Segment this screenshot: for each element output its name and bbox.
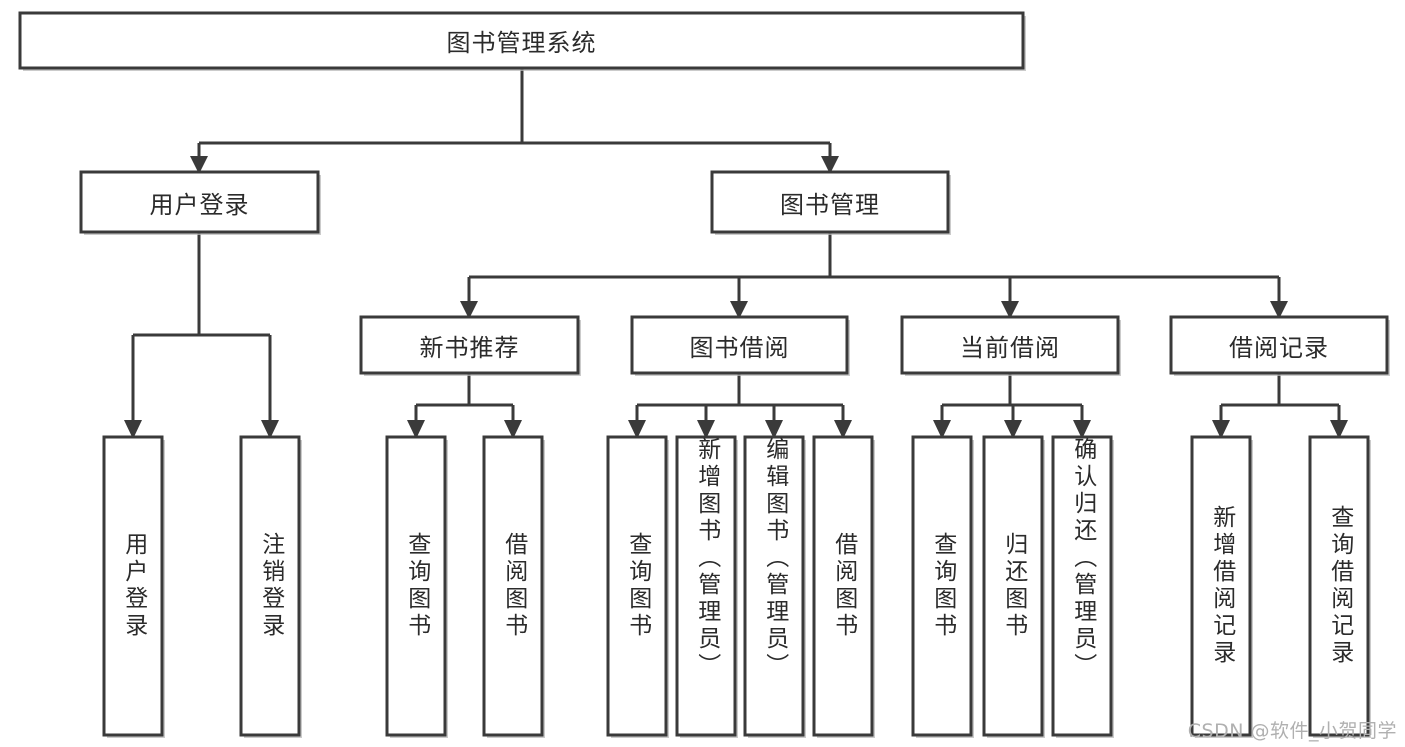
connector-layer	[124, 68, 1348, 439]
node-leaf-confirm-return-admin[interactable]	[1051, 435, 1114, 738]
node-leaf-borrow-book-new[interactable]	[482, 435, 545, 738]
arrowhead-new-book-recommend	[460, 301, 478, 319]
arrowhead-leaf-query-borrow-record	[1330, 420, 1348, 439]
arrowhead-book-borrow	[730, 301, 748, 319]
arrowhead-leaf-user-logout	[261, 420, 279, 439]
arrowhead-leaf-confirm-return-admin	[1073, 420, 1091, 439]
csdn-watermark: CSDN @软件_小贺同学	[1187, 720, 1397, 742]
arrowhead-leaf-query-book-borrow	[628, 420, 646, 439]
node-current-borrow[interactable]	[900, 315, 1121, 376]
arrowhead-leaf-user-login	[124, 420, 142, 439]
node-leaf-query-book-borrow[interactable]	[606, 435, 669, 738]
arrowhead-leaf-query-book-new	[407, 420, 425, 439]
node-book-management[interactable]	[710, 170, 951, 235]
node-leaf-user-login[interactable]	[102, 435, 165, 738]
connector-newbook-to-leaves	[407, 373, 522, 439]
connector-bookborrow-to-leaves	[628, 373, 852, 439]
arrowhead-leaf-add-book-admin	[697, 420, 715, 439]
node-leaf-add-book-admin[interactable]	[675, 435, 738, 738]
arrowhead-current-borrow	[1001, 301, 1019, 319]
node-leaf-query-borrow-record[interactable]	[1308, 435, 1371, 738]
connector-userlogin-to-leaves	[124, 232, 279, 439]
arrowhead-borrow-records	[1270, 301, 1288, 319]
arrowhead-user-login	[190, 156, 208, 174]
node-book-borrow[interactable]	[630, 315, 850, 376]
connector-bookmanagement-to-level3	[460, 232, 1288, 319]
arrowhead-leaf-return-book	[1004, 420, 1022, 439]
arrowhead-leaf-edit-book-admin	[765, 420, 783, 439]
node-leaf-query-book-new[interactable]	[385, 435, 448, 738]
node-leaf-edit-book-admin[interactable]	[743, 435, 806, 738]
node-new-book-recommend[interactable]	[359, 315, 581, 376]
node-layer	[18, 11, 1390, 738]
arrowhead-leaf-query-book-current	[933, 420, 951, 439]
arrowhead-book-management	[821, 156, 839, 174]
node-leaf-borrow-book-borrow[interactable]	[812, 435, 875, 738]
connector-borrowrecords-to-leaves	[1212, 373, 1348, 439]
arrowhead-leaf-add-borrow-record	[1212, 420, 1230, 439]
node-borrow-records[interactable]	[1169, 315, 1390, 376]
arrowhead-leaf-borrow-book-new	[504, 420, 522, 439]
node-leaf-return-book[interactable]	[982, 435, 1045, 738]
arrowhead-leaf-borrow-book-borrow	[834, 420, 852, 439]
connector-currentborrow-to-leaves	[933, 373, 1091, 439]
node-leaf-add-borrow-record[interactable]	[1190, 435, 1253, 738]
node-user-login[interactable]	[79, 170, 321, 235]
connector-root-to-level2	[190, 68, 839, 174]
node-root[interactable]	[18, 11, 1026, 71]
node-leaf-query-book-current[interactable]	[911, 435, 974, 738]
node-leaf-user-logout[interactable]	[239, 435, 302, 738]
